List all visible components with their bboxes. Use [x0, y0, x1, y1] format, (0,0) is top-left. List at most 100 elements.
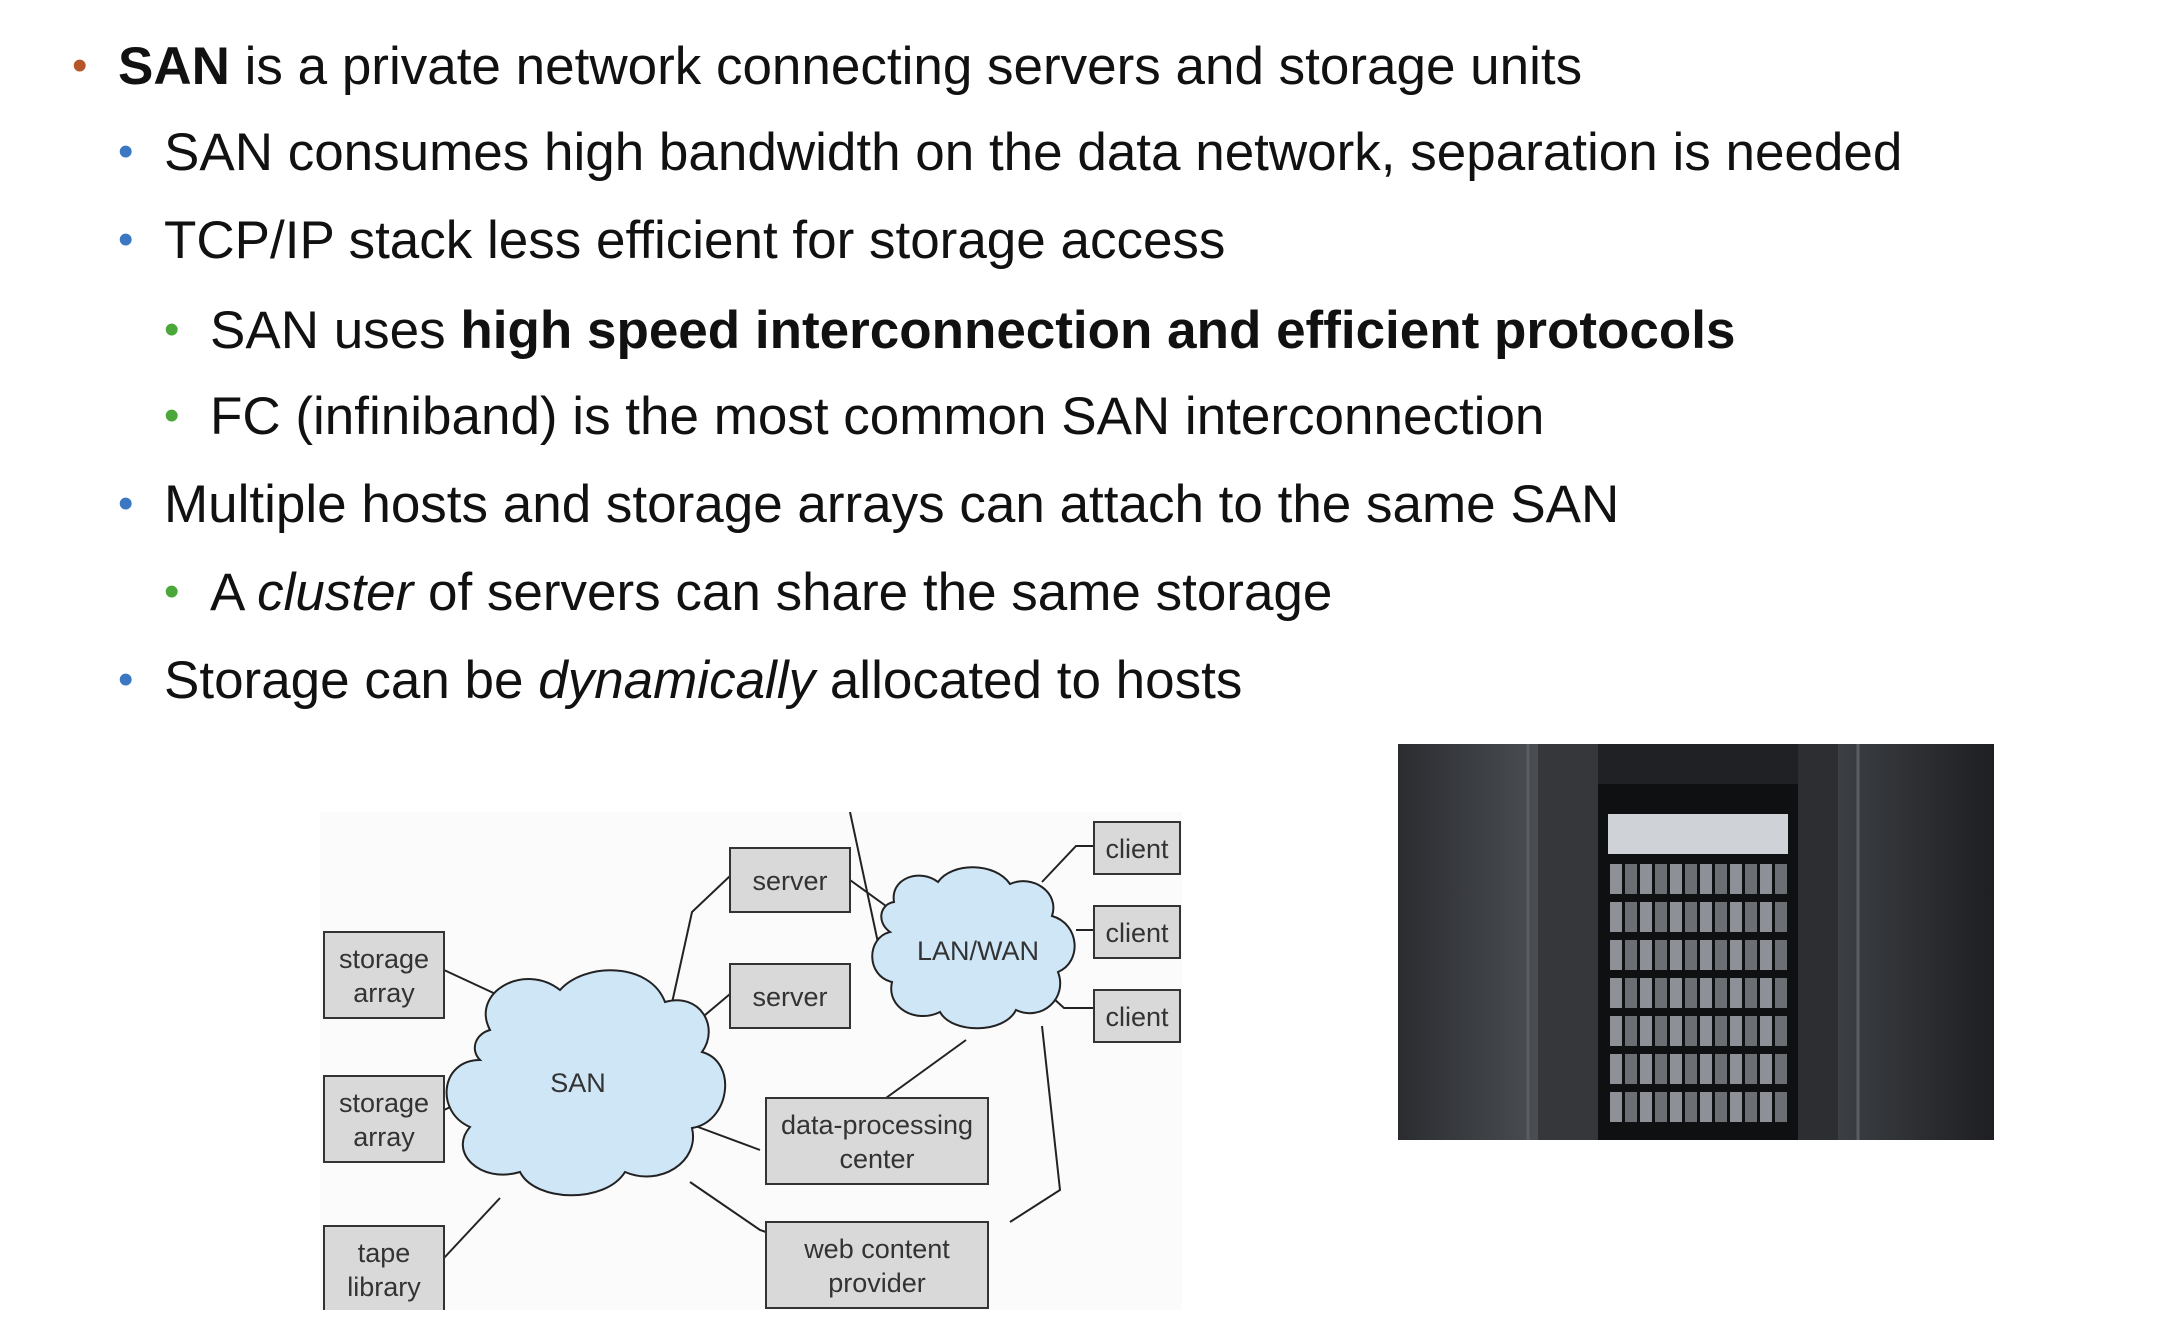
bullet-text: Multiple hosts and storage arrays can at…: [164, 478, 1619, 531]
bullet-marker: •: [118, 479, 134, 528]
drive-bay: [1760, 978, 1772, 1008]
bullet-text-segment: FC (infiniband) is the most common SAN i…: [210, 387, 1545, 446]
server-box: server: [729, 847, 851, 913]
svg-text:data-processing: data-processing: [781, 1110, 973, 1140]
drive-bay: [1610, 1054, 1622, 1084]
rack-server-top: [1608, 814, 1788, 854]
client-box: client: [1093, 989, 1181, 1043]
drive-bay: [1640, 940, 1652, 970]
drive-bay: [1715, 940, 1727, 970]
drive-bay: [1655, 902, 1667, 932]
bullet-marker: •: [164, 391, 180, 440]
bullet-text-segment: A: [210, 563, 258, 622]
drive-bay: [1625, 940, 1637, 970]
drive-bay: [1700, 1092, 1712, 1122]
drive-bay: [1715, 902, 1727, 932]
drive-bay: [1745, 1054, 1757, 1084]
bullet-text: SAN is a private network connecting serv…: [118, 40, 1582, 93]
drive-bay: [1745, 1092, 1757, 1122]
drive-bay: [1775, 864, 1787, 894]
drive-bay: [1715, 864, 1727, 894]
bullet-marker: •: [118, 655, 134, 704]
bullet-text: SAN uses high speed interconnection and …: [210, 304, 1735, 357]
bullet-text: Storage can be dynamically allocated to …: [164, 654, 1242, 707]
drive-bay: [1700, 1016, 1712, 1046]
svg-text:client: client: [1105, 1002, 1169, 1032]
drive-bay: [1760, 940, 1772, 970]
bullet-text-segment: SAN: [118, 37, 230, 96]
drive-bay: [1745, 940, 1757, 970]
drive-bay: [1685, 1092, 1697, 1122]
bullet-text: FC (infiniband) is the most common SAN i…: [210, 390, 1544, 443]
bullet-text: SAN consumes high bandwidth on the data …: [164, 126, 1902, 179]
drive-bay: [1655, 1054, 1667, 1084]
drive-bay: [1625, 1054, 1637, 1084]
drive-bay: [1640, 864, 1652, 894]
svg-text:web content: web content: [803, 1234, 950, 1264]
drive-bay: [1610, 1092, 1622, 1122]
drive-bay: [1640, 1054, 1652, 1084]
drive-bay: [1640, 902, 1652, 932]
drive-bay: [1760, 902, 1772, 932]
drive-bay: [1730, 940, 1742, 970]
drive-bay: [1715, 1092, 1727, 1122]
bullet-text-segment: dynamically: [538, 651, 816, 710]
drive-bay: [1730, 1016, 1742, 1046]
drive-bay: [1745, 902, 1757, 932]
bullet-marker: •: [164, 567, 180, 616]
drive-bay: [1760, 864, 1772, 894]
bullet-text-segment: of servers can share the same storage: [413, 563, 1333, 622]
drive-bay: [1640, 1016, 1652, 1046]
drive-bay: [1625, 1016, 1637, 1046]
bullet-text-segment: SAN uses: [210, 301, 461, 360]
drive-bay: [1670, 1016, 1682, 1046]
drive-bay: [1775, 978, 1787, 1008]
drive-bay: [1700, 902, 1712, 932]
tape-library-box: tape library: [323, 1225, 445, 1310]
drive-bay: [1655, 1016, 1667, 1046]
drive-bay: [1655, 978, 1667, 1008]
drive-bay: [1715, 978, 1727, 1008]
svg-text:array: array: [353, 1122, 415, 1152]
drive-bay: [1760, 1016, 1772, 1046]
storage-array-box: storage array: [323, 931, 445, 1019]
svg-text:provider: provider: [828, 1268, 926, 1298]
drive-bay: [1700, 864, 1712, 894]
web-content-provider-box: web content provider: [765, 1221, 989, 1309]
drive-bays: [1610, 864, 1787, 1122]
data-processing-center-box: data-processing center: [765, 1097, 989, 1185]
bullet-text: A cluster of servers can share the same …: [210, 566, 1332, 619]
svg-text:storage: storage: [339, 1088, 429, 1118]
bullet-text-segment: high speed interconnection and efficient…: [460, 301, 1736, 360]
bullet-text-segment: SAN consumes high bandwidth on the data …: [164, 123, 1903, 182]
svg-text:center: center: [839, 1144, 914, 1174]
bullet-marker: •: [118, 215, 134, 264]
bullet-text-segment: Multiple hosts and storage arrays can at…: [164, 475, 1620, 534]
bullet-text-segment: TCP/IP stack less efficient for storage …: [164, 211, 1226, 270]
drive-bay: [1670, 940, 1682, 970]
server-box: server: [729, 963, 851, 1029]
bullet-text-segment: is a private network connecting servers …: [229, 37, 1583, 96]
drive-bay: [1715, 1016, 1727, 1046]
lan-wan-cloud: [871, 866, 1076, 1030]
drive-bay: [1775, 902, 1787, 932]
drive-bay: [1685, 978, 1697, 1008]
drive-bay: [1760, 1054, 1772, 1084]
bullet-marker: •: [118, 127, 134, 176]
svg-text:client: client: [1105, 834, 1169, 864]
drive-bay: [1640, 978, 1652, 1008]
drive-bay: [1700, 1054, 1712, 1084]
drive-bay: [1670, 1054, 1682, 1084]
client-box: client: [1093, 821, 1181, 875]
bullet-text-segment: Storage can be: [164, 651, 539, 710]
storage-array-box: storage array: [323, 1075, 445, 1163]
drive-bay: [1625, 1092, 1637, 1122]
drive-bay: [1670, 1092, 1682, 1122]
drive-bay: [1700, 940, 1712, 970]
client-box: client: [1093, 905, 1181, 959]
drive-bay: [1670, 978, 1682, 1008]
svg-text:server: server: [752, 982, 827, 1012]
drive-bay: [1730, 978, 1742, 1008]
drive-bay: [1685, 1016, 1697, 1046]
drive-bay: [1745, 1016, 1757, 1046]
